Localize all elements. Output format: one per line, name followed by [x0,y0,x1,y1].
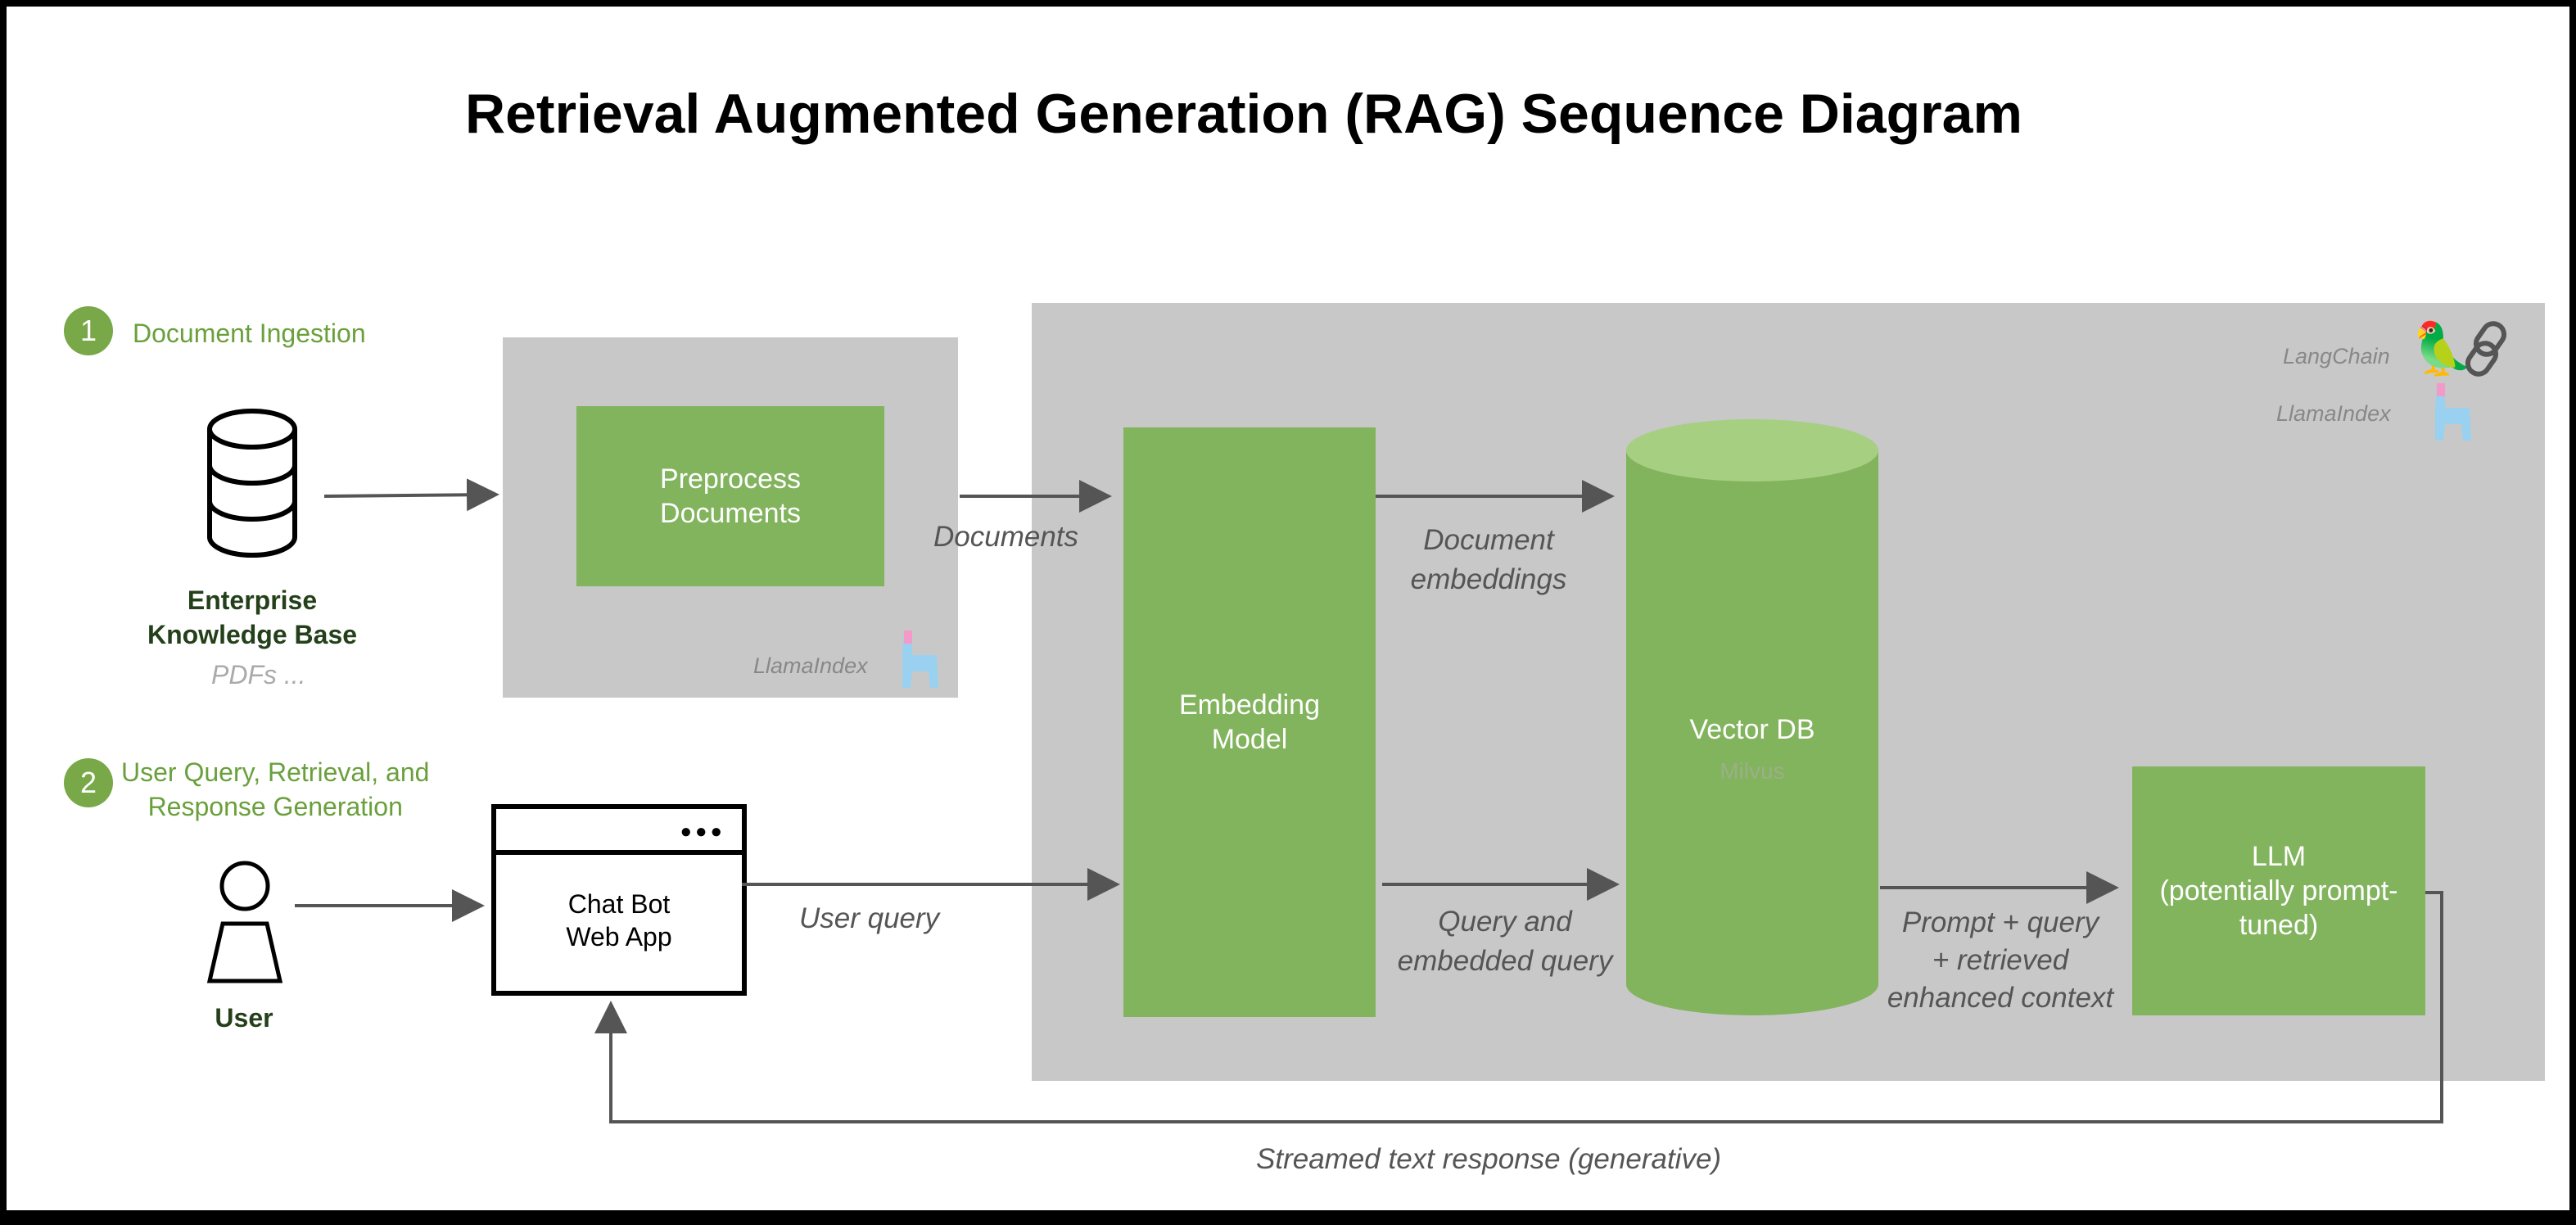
embedding-model-box: Embedding Model [1123,427,1376,1017]
user-label: User [215,1003,273,1033]
knowledge-base-sub: PDFs ... [211,660,306,689]
database-icon [207,409,297,558]
chatbot-window: ●●● Chat Bot Web App [491,804,747,996]
arrow-kb-to-preprocess [323,478,499,512]
llm-box: LLM (potentially prompt- tuned) [2132,766,2425,1015]
edge-label-documents: Documents [933,521,1079,553]
step-2-label: User Query, Retrieval, and Response Gene… [121,757,430,821]
step-2-badge: 2 [64,758,113,807]
arrow-llm-to-chatbot [594,891,2443,1123]
edge-label-streamed-response: Streamed text response (generative) [1256,1143,1722,1175]
knowledge-base-label: Enterprise Knowledge Base [147,585,358,649]
user-icon [206,861,283,983]
window-dots-icon: ●●● [680,820,725,843]
langchain-icon: 🦜 [2411,321,2474,377]
step-1-badge: 1 [64,306,113,355]
vector-db-label: Vector DB [1689,714,1815,745]
edge-label-query-embedded: Query and embedded query [1397,906,1613,977]
vector-db-sub: Milvus [1720,758,1785,784]
llama-icon [902,631,938,688]
vector-db-cylinder [1626,419,1878,1015]
llamaindex-label: LlamaIndex [2276,401,2391,426]
edge-label-prompt: Prompt + query + retrieved enhanced cont… [1887,906,2114,1014]
preprocess-llamaindex-label: LlamaIndex [753,653,868,678]
edges-layer [295,478,2443,1123]
langchain-label: LangChain [2283,344,2390,368]
diagram-canvas: Retrieval Augmented Generation (RAG) Seq… [7,7,2569,1210]
edge-label-document-embeddings: Document embeddings [1410,524,1567,595]
step-1-label: Document Ingestion [133,319,366,348]
llama-icon-2 [2435,383,2471,441]
chatbot-titlebar: ●●● [496,809,742,855]
chatbot-label: Chat Bot Web App [566,889,672,952]
chain-link-icon [2465,321,2507,377]
preprocess-documents-box: Preprocess Documents [576,406,884,586]
edge-label-user-query: User query [799,902,940,934]
